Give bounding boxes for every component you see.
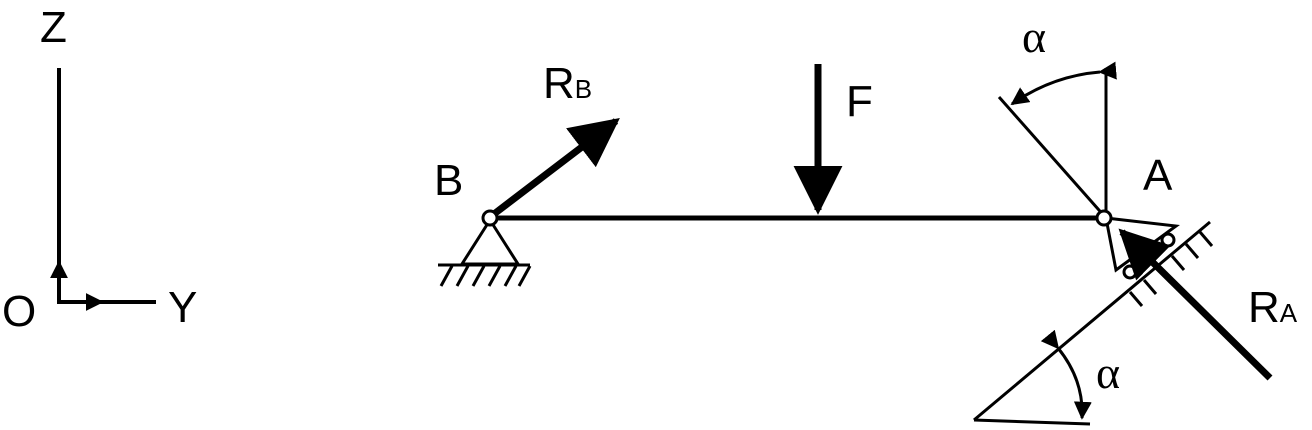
reaction-rb-subscript: B <box>575 74 592 104</box>
z-axis-label: Z <box>40 3 67 52</box>
point-a-label: A <box>1143 151 1173 200</box>
support-a-hatching <box>1128 231 1214 307</box>
y-axis-label: Y <box>168 283 197 332</box>
reaction-ra-main: R <box>1248 283 1280 332</box>
reaction-rb-main: R <box>543 59 575 108</box>
bottom-angle-arc <box>1040 329 1092 420</box>
horizontal-reference-line <box>973 418 1091 426</box>
load-f-label: F <box>846 77 873 126</box>
support-b <box>438 209 532 287</box>
top-angle-label: α <box>1022 11 1046 62</box>
support-b-hatching <box>439 265 532 287</box>
bottom-angle: α <box>973 329 1120 426</box>
inclined-reference-line <box>997 96 1108 219</box>
bottom-angle-label: α <box>1096 347 1120 398</box>
reaction-ra-arrow <box>1118 228 1273 381</box>
reaction-ra-label: RA <box>1248 283 1298 332</box>
reaction-rb-label: RB <box>543 59 592 108</box>
coordinate-axes: Z Y O <box>2 3 197 336</box>
hinge-a <box>1095 209 1113 227</box>
reaction-ra-subscript: A <box>1280 298 1298 328</box>
origin-label: O <box>2 287 36 336</box>
support-b-triangle <box>459 217 521 266</box>
point-b-label: B <box>434 156 463 205</box>
support-a-inclined-surface <box>973 220 1211 422</box>
roller-a-upper <box>1160 232 1176 248</box>
top-angle-arc <box>1010 61 1117 106</box>
hinge-b <box>481 209 499 227</box>
top-angle: α <box>997 11 1117 219</box>
support-a <box>973 209 1214 422</box>
roller-a-lower <box>1122 264 1138 280</box>
reaction-rb-arrow <box>491 118 620 217</box>
